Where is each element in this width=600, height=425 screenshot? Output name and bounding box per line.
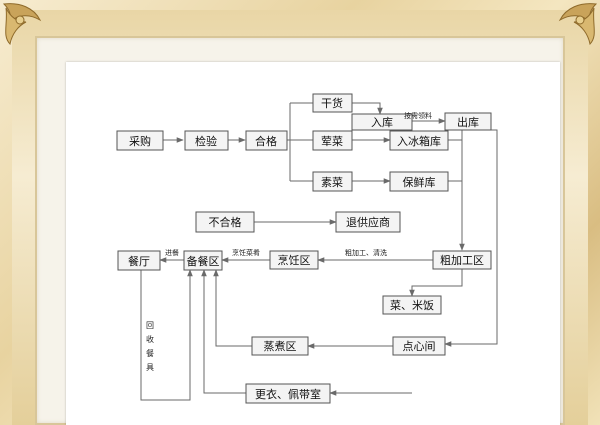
node-steaming: 蒸煮区 xyxy=(251,336,309,356)
node-meat: 荤菜 xyxy=(312,130,353,151)
node-outbound-label: 出库 xyxy=(457,115,479,129)
label-rough-wash: 粗加工、清洗 xyxy=(345,248,387,257)
node-purchase: 采购 xyxy=(116,130,164,151)
node-pastry: 点心间 xyxy=(392,336,446,356)
node-unqualified: 不合格 xyxy=(195,211,255,233)
node-rough-processing: 粗加工区 xyxy=(432,250,492,270)
node-qualified-label: 合格 xyxy=(255,134,277,148)
node-purchase-label: 采购 xyxy=(129,134,151,148)
label-recycle-tableware: 回收餐具 xyxy=(146,321,154,372)
node-return-supplier-label: 退供应商 xyxy=(346,215,390,229)
arrow-outbound-pastry xyxy=(444,129,498,347)
node-changing-room: 更衣、佩带室 xyxy=(245,383,331,404)
arrow-recycle-tableware xyxy=(140,269,193,401)
node-changing-room-label: 更衣、佩带室 xyxy=(255,387,321,401)
node-pastry-label: 点心间 xyxy=(403,340,436,353)
node-cooking: 烹饪区 xyxy=(269,250,319,270)
node-rough-processing-label: 粗加工区 xyxy=(440,254,484,267)
frame-corner-ornament-top-left xyxy=(2,3,42,46)
node-steaming-label: 蒸煮区 xyxy=(264,340,297,353)
nodes: 采购 检验 合格 干货 荤菜 素菜 入库 入冰箱库 保鲜库 出库 不合格 退供应… xyxy=(116,93,492,404)
node-return-supplier: 退供应商 xyxy=(335,211,401,233)
node-serving-prep-label: 备餐区 xyxy=(187,254,220,268)
node-freezer: 入冰箱库 xyxy=(389,130,449,151)
node-storage: 入库 xyxy=(351,113,413,131)
node-dry-goods: 干货 xyxy=(312,93,353,113)
node-storage-label: 入库 xyxy=(371,116,393,129)
node-restaurant-label: 餐厅 xyxy=(128,254,150,268)
node-dishes-rice-label: 菜、米饭 xyxy=(390,299,434,312)
node-inspection-label: 检验 xyxy=(195,134,217,148)
node-freezer-label: 入冰箱库 xyxy=(397,134,441,148)
node-veg: 素菜 xyxy=(312,171,353,192)
arrow-steaming-serving xyxy=(213,269,252,347)
frame-corner-ornament-top-right xyxy=(558,3,598,46)
node-cooking-label: 烹饪区 xyxy=(278,253,311,267)
label-requisition: 按需领料 xyxy=(404,111,432,120)
edge-labels: 按需领料 粗加工、清洗 烹饪菜肴 进餐 回收餐具 xyxy=(146,111,432,372)
node-veg-label: 素菜 xyxy=(321,176,343,189)
node-unqualified-label: 不合格 xyxy=(209,215,242,229)
arrow-rough-dishes xyxy=(409,268,463,297)
arrow-dry-storage xyxy=(352,102,383,115)
connectors xyxy=(140,102,498,401)
arrow-changing-serving xyxy=(201,269,246,394)
node-inspection: 检验 xyxy=(184,130,229,151)
node-fresh-storage-label: 保鲜库 xyxy=(403,175,436,189)
label-cooked-dishes: 烹饪菜肴 xyxy=(232,248,260,257)
label-serve-meal: 进餐 xyxy=(165,248,179,257)
node-dry-goods-label: 干货 xyxy=(321,96,343,110)
node-outbound: 出库 xyxy=(444,112,492,131)
node-restaurant: 餐厅 xyxy=(117,250,161,271)
node-fresh-storage: 保鲜库 xyxy=(389,171,449,192)
node-meat-label: 荤菜 xyxy=(321,135,343,148)
line-freezer-outbound xyxy=(448,130,463,141)
node-qualified: 合格 xyxy=(245,130,288,151)
node-dishes-rice: 菜、米饭 xyxy=(382,295,442,315)
node-serving-prep: 备餐区 xyxy=(183,250,223,271)
